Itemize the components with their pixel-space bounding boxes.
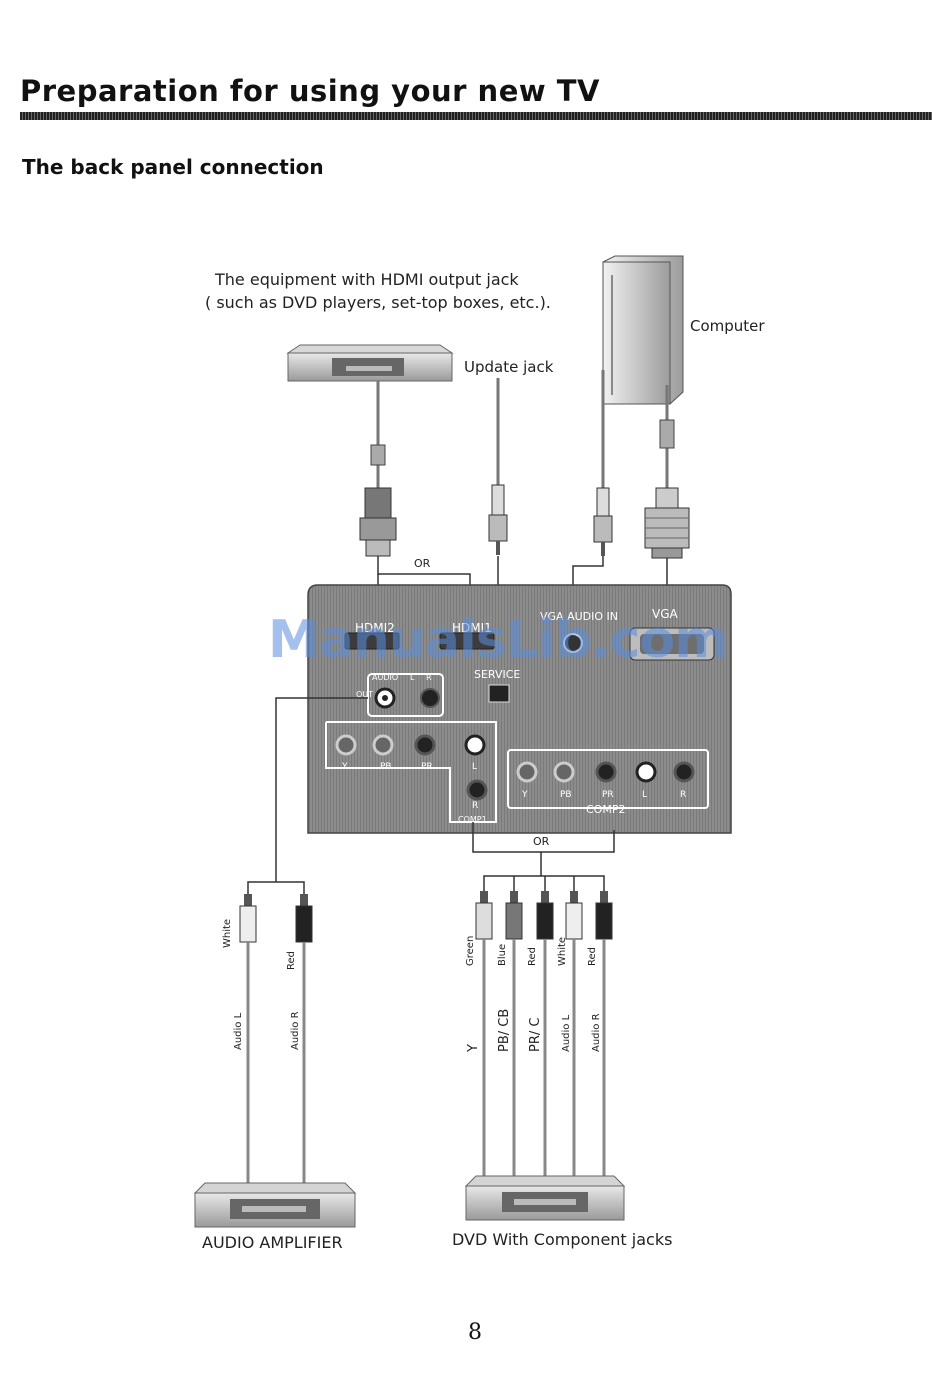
audio-out-route bbox=[247, 697, 368, 896]
left-audio-r-label: Audio R bbox=[290, 1011, 301, 1050]
component-or-label: OR bbox=[533, 835, 550, 848]
right-audio-l-label: Audio L bbox=[561, 1014, 572, 1052]
dvd-component-label: DVD With Component jacks bbox=[452, 1230, 673, 1249]
computer-label: Computer bbox=[690, 317, 765, 335]
audio-amplifier-device bbox=[193, 1182, 357, 1228]
audio-out-l-label: L bbox=[410, 673, 415, 682]
audio-out-audio-label: AUDIO bbox=[372, 673, 399, 682]
hdmi-equipment-label-line2: ( such as DVD players, set-top boxes, et… bbox=[205, 293, 551, 312]
vga-plug bbox=[644, 419, 690, 559]
page-number: 8 bbox=[468, 1320, 482, 1345]
hdmi-plug bbox=[359, 444, 397, 557]
service-label: SERVICE bbox=[474, 668, 521, 681]
left-white-label: White bbox=[222, 918, 233, 948]
comp1-l-label: L bbox=[472, 762, 478, 772]
comp1-r-label: R bbox=[472, 801, 479, 811]
left-red-label: Red bbox=[286, 951, 297, 970]
left-audio-l-label: Audio L bbox=[233, 1012, 244, 1050]
hdmi2-label: HDMI2 bbox=[355, 621, 395, 635]
audio-out-label: OUT bbox=[356, 690, 374, 699]
audio-amplifier-label: AUDIO AMPLIFIER bbox=[202, 1233, 343, 1252]
vga-audio-in-label: VGA AUDIO IN bbox=[540, 610, 618, 623]
right-red2-label: Red bbox=[587, 947, 598, 966]
right-white-label: White bbox=[557, 936, 568, 966]
comp2-label: COMP2 bbox=[586, 803, 626, 816]
comp1-pb-label: PB bbox=[380, 762, 392, 772]
comp2-l-label: L bbox=[642, 790, 648, 800]
tv-back-panel bbox=[307, 584, 732, 834]
comp2-r-label: R bbox=[680, 790, 687, 800]
component-rca-cables bbox=[475, 891, 613, 1178]
right-blue-label: Blue bbox=[497, 943, 508, 966]
comp1-y-label: Y bbox=[342, 762, 348, 772]
right-audio-r-label: Audio R bbox=[591, 1013, 602, 1052]
component-dvd-device bbox=[464, 1175, 626, 1221]
title-rule bbox=[20, 112, 932, 120]
right-pb-cb-label: PB/ CB bbox=[497, 1008, 512, 1052]
hdmi-dvd-player bbox=[286, 344, 454, 382]
right-green-label: Green bbox=[465, 935, 476, 966]
watermark: ManualsLib.com bbox=[268, 610, 728, 670]
vga-label: VGA bbox=[652, 607, 678, 621]
computer-tower bbox=[602, 255, 684, 405]
comp1-pr-label: PR bbox=[421, 762, 433, 772]
right-y-label: Y bbox=[466, 1044, 481, 1052]
right-red-label: Red bbox=[527, 947, 538, 966]
right-pr-c-label: PR/ C bbox=[528, 1017, 543, 1052]
comp2-pr-label: PR bbox=[602, 790, 614, 800]
hdmi1-label: HDMI1 bbox=[452, 621, 492, 635]
comp1-label: COMP1 bbox=[458, 815, 487, 824]
comp2-pb-label: PB bbox=[560, 790, 572, 800]
section-subtitle: The back panel connection bbox=[22, 155, 324, 179]
component-or-bracket bbox=[472, 822, 615, 893]
page-title: Preparation for using your new TV bbox=[20, 74, 600, 108]
hdmi-equipment-label-line1: The equipment with HDMI output jack bbox=[215, 270, 519, 289]
audio-out-r-label: R bbox=[426, 673, 432, 682]
audio-rca-cables bbox=[239, 894, 313, 1185]
comp2-y-label: Y bbox=[522, 790, 528, 800]
vga-audio-plug bbox=[593, 487, 613, 556]
hdmi-or-label: OR bbox=[414, 557, 431, 570]
update-jack-plug bbox=[488, 484, 508, 555]
update-jack-label: Update jack bbox=[464, 358, 554, 376]
